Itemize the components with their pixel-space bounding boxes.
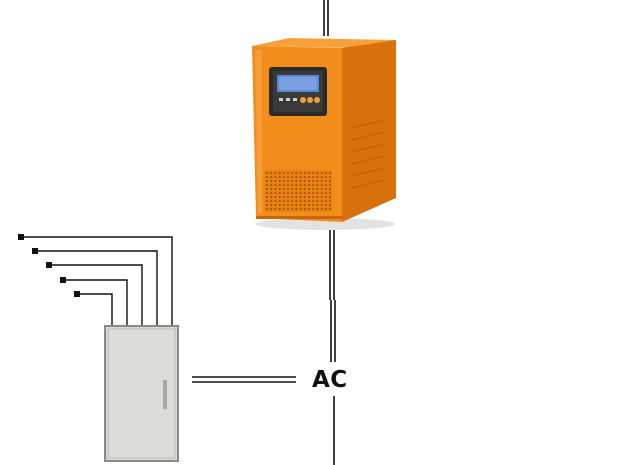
inverter	[252, 38, 396, 230]
terminal-4	[60, 277, 66, 283]
terminal-3	[46, 262, 52, 268]
ac-label: AC	[312, 367, 348, 393]
panel-buttons	[279, 97, 320, 103]
terminal-1	[18, 234, 24, 240]
terminal-2	[32, 248, 38, 254]
inverter-output-wire	[329, 230, 336, 362]
terminal-5	[74, 291, 80, 297]
branch-circuits	[21, 236, 173, 326]
inverter-side-face	[342, 40, 396, 222]
branch-terminals	[18, 234, 80, 297]
top-input-wire	[323, 0, 329, 36]
distribution-cabinet	[104, 325, 179, 462]
cabinet-handle	[163, 380, 167, 409]
cabinet-to-ac-wire	[192, 376, 296, 383]
inverter-side-vents	[351, 119, 385, 189]
